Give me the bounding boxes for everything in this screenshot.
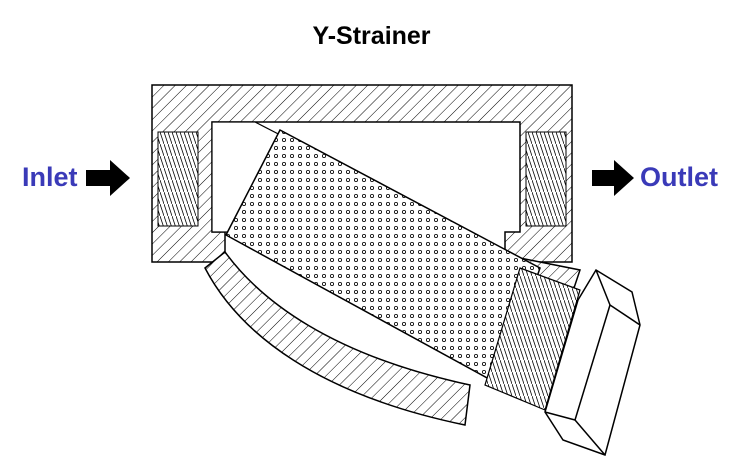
hex-cap (544, 268, 641, 456)
diagram-title: Y-Strainer (312, 22, 431, 50)
outlet-arrow (592, 160, 634, 196)
inlet-label: Inlet (22, 162, 78, 192)
inlet-threads (157, 131, 199, 227)
inlet-arrow (86, 160, 130, 196)
outlet-threads (525, 131, 567, 227)
outlet-label: Outlet (640, 162, 718, 192)
